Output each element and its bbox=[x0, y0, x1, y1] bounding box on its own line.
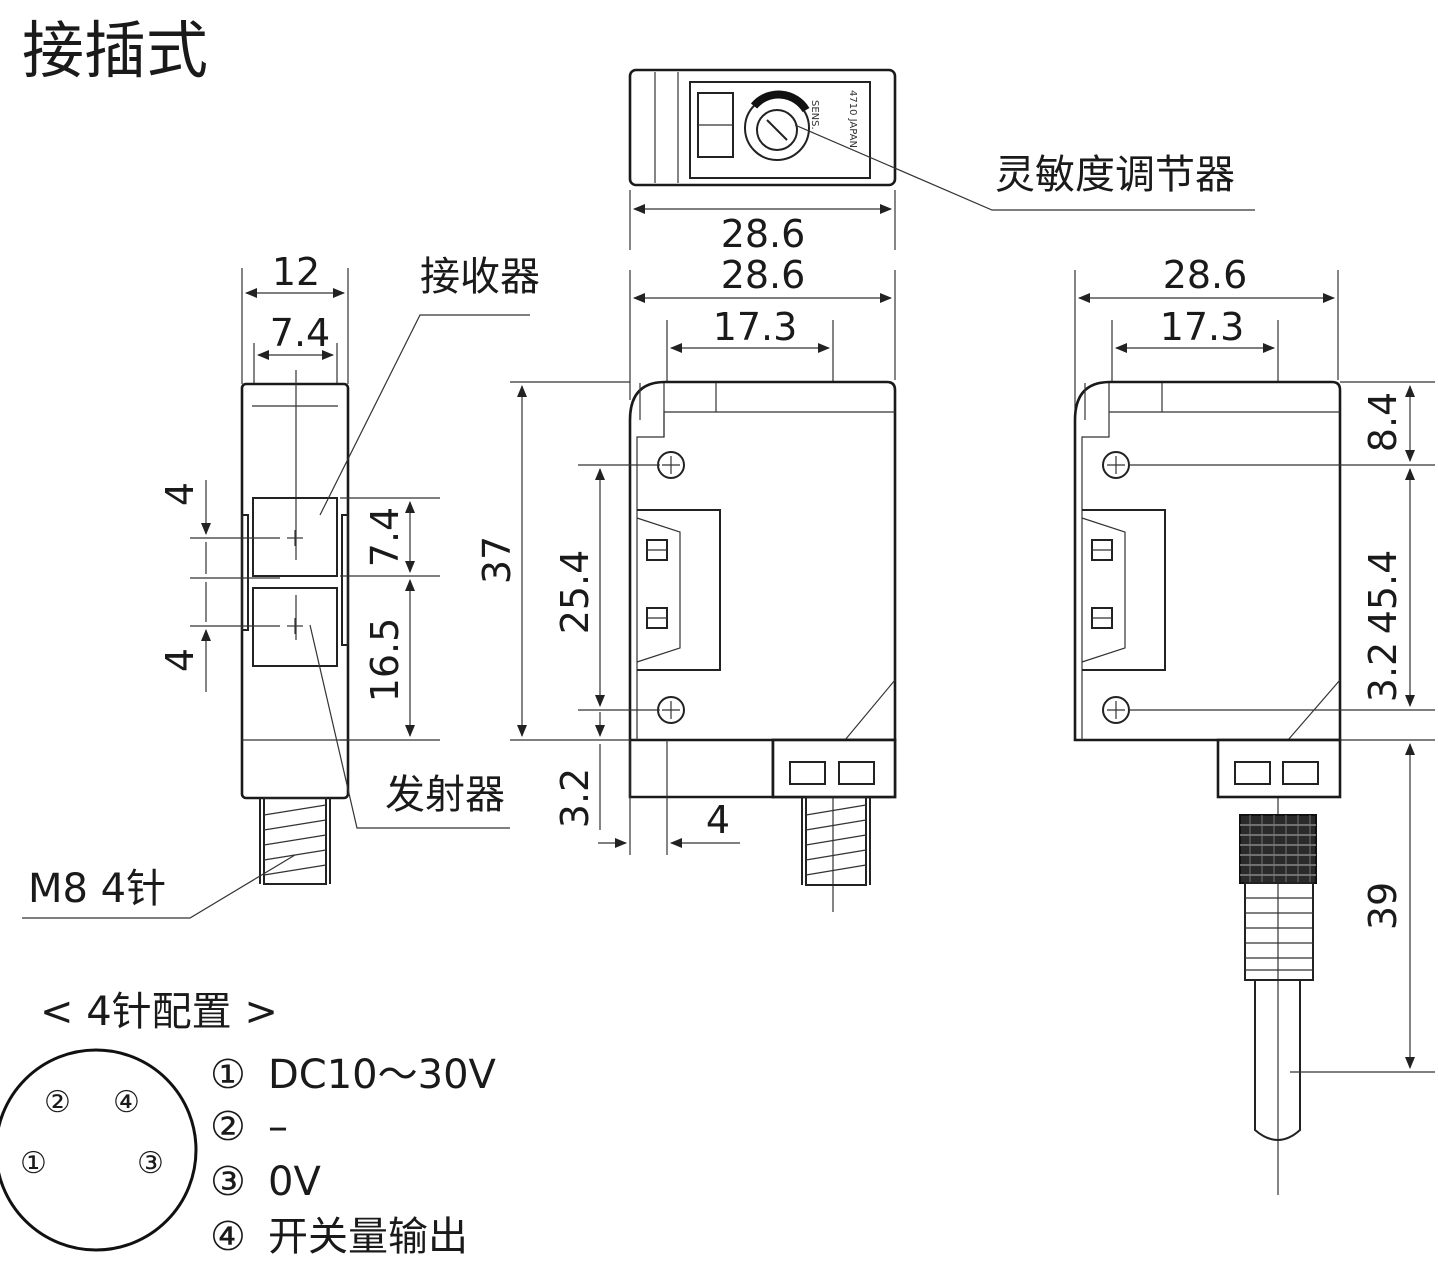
pin-desc-2: – bbox=[268, 1104, 288, 1150]
pin-num-1: ① bbox=[210, 1052, 246, 1098]
sensitivity-adjuster-label: 灵敏度调节器 bbox=[995, 152, 1235, 198]
receiver-label: 接收器 bbox=[420, 254, 540, 300]
side-lower-dim: 16.5 bbox=[363, 618, 407, 703]
front-thread-icon bbox=[801, 796, 871, 886]
emitter-label: 发射器 bbox=[385, 772, 505, 818]
pin-desc-1: DC10～30V bbox=[268, 1052, 497, 1098]
side-width-dim: 12 bbox=[272, 250, 320, 294]
side-gap-bottom-dim: 4 bbox=[158, 648, 202, 672]
connector-label: M8 4针 bbox=[28, 866, 166, 912]
sensitivity-dial-icon bbox=[744, 90, 810, 161]
right-view: 28.6 17.3 bbox=[1073, 253, 1435, 1195]
top-view: SENS. 4710 JAPAN 灵敏度调节器 28.6 bbox=[628, 68, 1255, 256]
right-bottom-dim: 3.2 bbox=[1361, 642, 1405, 702]
front-width-dim: 28.6 bbox=[721, 253, 806, 297]
origin-marking: 4710 JAPAN bbox=[847, 90, 858, 148]
side-view: 12 7.4 接收器 发射器 M8 4针 bbox=[22, 250, 540, 919]
side-lens-height-dim: 7.4 bbox=[363, 507, 407, 567]
pin-num-4: ④ bbox=[210, 1214, 246, 1260]
pin-num-3: ③ bbox=[210, 1159, 246, 1205]
connector-face-icon bbox=[0, 1048, 198, 1252]
front-height-dim: 37 bbox=[475, 536, 519, 584]
front-lens-offset-dim: 17.3 bbox=[713, 305, 798, 349]
pin-config: < 4针配置 > ② ④ ① ③ ① DC10～30V ② – ③ 0V ④ 开… bbox=[0, 989, 497, 1260]
page-title: 接插式 bbox=[22, 14, 208, 87]
front-connector-offset-dim: 4 bbox=[706, 798, 730, 842]
sens-marking: SENS. bbox=[809, 100, 820, 130]
pin-desc-4: 开关量输出 bbox=[268, 1214, 468, 1260]
side-thread-icon bbox=[259, 797, 331, 885]
top-width-dim: 28.6 bbox=[721, 212, 806, 256]
right-top-dim: 8.4 bbox=[1361, 392, 1405, 452]
diagram-pin-4: ④ bbox=[113, 1085, 140, 1120]
side-gap-top-dim: 4 bbox=[158, 482, 202, 506]
diagram-pin-3: ③ bbox=[137, 1146, 164, 1181]
pin-desc-3: 0V bbox=[268, 1159, 321, 1205]
front-hole-pitch-dim: 25.4 bbox=[553, 550, 597, 635]
right-cable-dim: 39 bbox=[1361, 882, 1405, 930]
pin-config-heading: < 4针配置 > bbox=[40, 989, 278, 1035]
side-lens-width-dim: 7.4 bbox=[270, 311, 330, 355]
right-lens-offset-dim: 17.3 bbox=[1160, 305, 1245, 349]
right-mid-dim: 45.4 bbox=[1361, 550, 1405, 635]
cable-connector-icon bbox=[1239, 814, 1317, 1141]
front-view: 28.6 17.3 bbox=[475, 253, 897, 912]
pin-num-2: ② bbox=[210, 1104, 246, 1150]
right-width-dim: 28.6 bbox=[1163, 253, 1248, 297]
diagram-pin-1: ① bbox=[20, 1146, 47, 1181]
diagram-pin-2: ② bbox=[44, 1085, 71, 1120]
front-bottom-dim: 3.2 bbox=[553, 768, 597, 828]
